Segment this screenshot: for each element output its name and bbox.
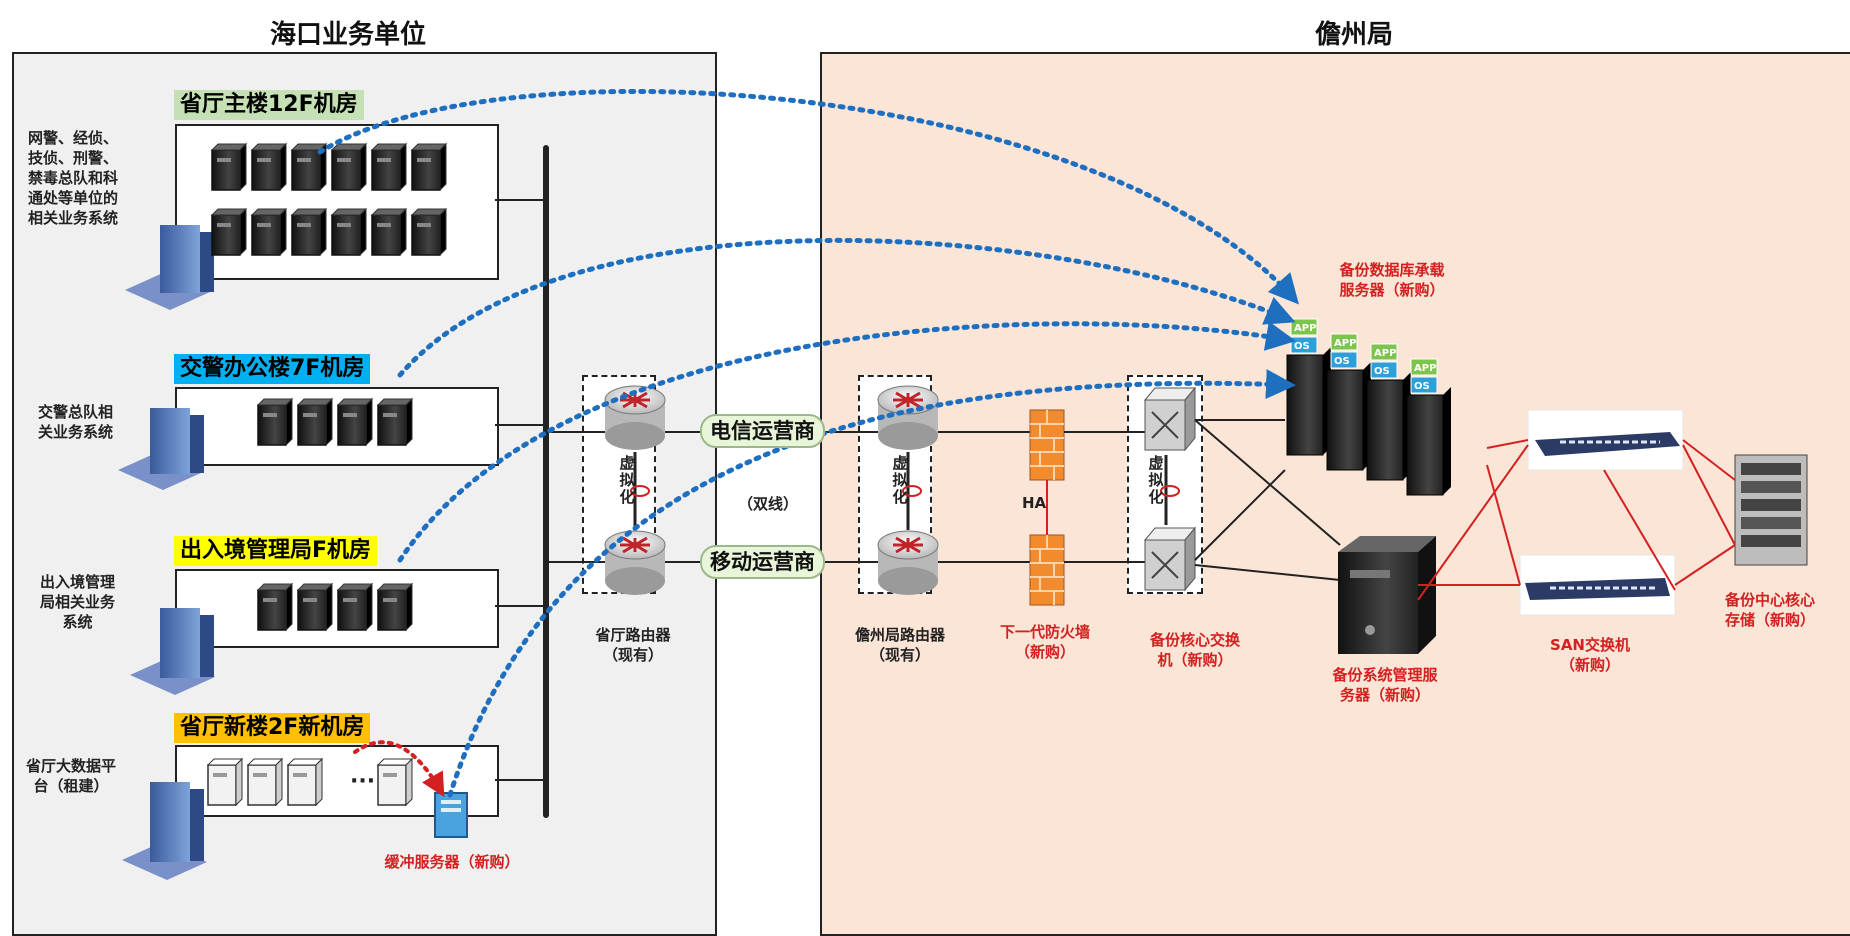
server-icon bbox=[297, 404, 327, 446]
ha-label: HA bbox=[1022, 494, 1047, 512]
core-switch-icon-top bbox=[1143, 386, 1197, 452]
db-server-icon bbox=[1326, 369, 1364, 471]
os-tile bbox=[1370, 361, 1398, 379]
db-server-icon bbox=[1406, 394, 1444, 496]
db-server-cluster: APP OS APP OS APP OS APP OS bbox=[1286, 318, 1451, 496]
storage-icon bbox=[1734, 454, 1808, 566]
carrier-mobile-label: 移动运营商 bbox=[700, 545, 825, 579]
server-icon bbox=[291, 149, 321, 191]
router-icon-left-top bbox=[604, 385, 666, 450]
room-7f-title: 交警办公楼7F机房 bbox=[174, 354, 371, 384]
room-2f-new-title: 省厅新楼2F新机房 bbox=[174, 713, 371, 743]
server-icon bbox=[411, 149, 441, 191]
server-icon bbox=[211, 149, 241, 191]
app-tile bbox=[1330, 333, 1358, 351]
backup-flows bbox=[317, 88, 1299, 798]
san-switch-icon-top bbox=[1527, 409, 1684, 471]
server-icon bbox=[337, 589, 367, 631]
local-transfer-arrow bbox=[353, 740, 445, 798]
db-servers-label: 备份数据库承载服务器（新购） bbox=[1339, 261, 1445, 299]
room-immigration bbox=[175, 569, 499, 648]
server-icon bbox=[331, 149, 361, 191]
left-region-title: 海口业务单位 bbox=[270, 20, 427, 50]
server-icon bbox=[211, 214, 241, 256]
firewall-icon-top bbox=[1029, 409, 1065, 481]
db-server-icon bbox=[1366, 379, 1404, 481]
virtualize-left-label: 虚拟化 bbox=[619, 454, 635, 506]
server-icon bbox=[251, 149, 281, 191]
building-icon-2f bbox=[122, 782, 207, 880]
os-tile bbox=[1410, 376, 1438, 394]
storage-label: 备份中心核心存储（新购） bbox=[1724, 591, 1815, 629]
db-server-icon bbox=[1286, 354, 1324, 456]
right-router-label: 儋州局路由器（现有） bbox=[854, 626, 945, 664]
svg-text:···: ··· bbox=[350, 769, 375, 794]
server-icon bbox=[377, 404, 407, 446]
virtualize-switch-label: 虚拟化 bbox=[1148, 454, 1164, 506]
server-icon bbox=[257, 589, 287, 631]
server-icon bbox=[291, 214, 321, 256]
server-icon bbox=[257, 404, 287, 446]
server-icon bbox=[371, 214, 401, 256]
server-icon bbox=[337, 404, 367, 446]
server-icon bbox=[297, 589, 327, 631]
core-switch-icon-bottom bbox=[1143, 526, 1197, 592]
server-icon bbox=[287, 764, 317, 806]
buffer-server-label: 缓冲服务器（新购） bbox=[384, 853, 520, 871]
network-diagram: ··· bbox=[118, 88, 1808, 880]
app-tile-label: APP bbox=[1374, 348, 1396, 359]
dual-line-label: （双线） bbox=[738, 495, 799, 513]
os-tile bbox=[1330, 351, 1358, 369]
firewall-label: 下一代防火墙（新购） bbox=[999, 623, 1090, 661]
app-tile bbox=[1410, 358, 1438, 376]
router-icon-right-top bbox=[877, 385, 939, 450]
room-12f-title: 省厅主楼12F机房 bbox=[174, 90, 364, 120]
server-icon bbox=[377, 589, 407, 631]
mgmt-server-label: 备份系统管理服务器（新购） bbox=[1332, 666, 1438, 704]
room-immigration-title: 出入境管理局F机房 bbox=[174, 536, 378, 566]
san-switch-icon-bottom bbox=[1519, 554, 1676, 616]
server-icon bbox=[371, 149, 401, 191]
unit-text-7f: 交警总队相关业务系统 bbox=[38, 403, 114, 441]
building-icon-7f bbox=[118, 408, 204, 490]
server-icon bbox=[411, 214, 441, 256]
virtualize-right-label: 虚拟化 bbox=[892, 454, 908, 506]
server-icon bbox=[247, 764, 277, 806]
servers-2f-light bbox=[206, 757, 414, 807]
carrier-telecom-label: 电信运营商 bbox=[700, 414, 825, 448]
os-tile-label: OS bbox=[1414, 381, 1430, 392]
os-tile-label: OS bbox=[1334, 356, 1350, 367]
servers-12f-row1 bbox=[210, 142, 448, 192]
core-switch-label: 备份核心交换机（新购） bbox=[1149, 631, 1240, 669]
router-icon-left-bottom bbox=[604, 530, 666, 595]
mgmt-server-icon bbox=[1338, 536, 1436, 654]
server-icon bbox=[251, 214, 281, 256]
servers-12f-row2 bbox=[210, 207, 448, 257]
building-icon-12f bbox=[125, 225, 214, 310]
os-tile-label: OS bbox=[1294, 341, 1310, 352]
unit-text-2f: 省厅大数据平台（租建） bbox=[26, 757, 117, 795]
app-tile-label: APP bbox=[1294, 323, 1316, 334]
server-icon bbox=[207, 764, 237, 806]
servers-immigration bbox=[256, 582, 414, 632]
san-switch-label: SAN交换机（新购） bbox=[1550, 636, 1630, 674]
left-router-label: 省厅路由器（现有） bbox=[595, 626, 671, 664]
app-tile-label: APP bbox=[1334, 338, 1356, 349]
buffer-server-icon bbox=[434, 792, 468, 838]
firewall-icon-bottom bbox=[1029, 534, 1065, 606]
server-icon bbox=[331, 214, 361, 256]
server-icon bbox=[377, 764, 407, 806]
right-region-title: 儋州局 bbox=[1315, 20, 1394, 50]
app-tile-label: APP bbox=[1414, 363, 1436, 374]
os-tile-label: OS bbox=[1374, 366, 1390, 377]
router-icon-right-bottom bbox=[877, 530, 939, 595]
building-icon-immigration bbox=[130, 608, 215, 695]
servers-7f bbox=[256, 397, 414, 447]
unit-text-12f: 网警、经侦、技侦、刑警、禁毒总队和科通处等单位的相关业务系统 bbox=[28, 129, 119, 227]
app-tile bbox=[1370, 343, 1398, 361]
unit-text-immigration: 出入境管理局相关业务系统 bbox=[40, 573, 116, 631]
